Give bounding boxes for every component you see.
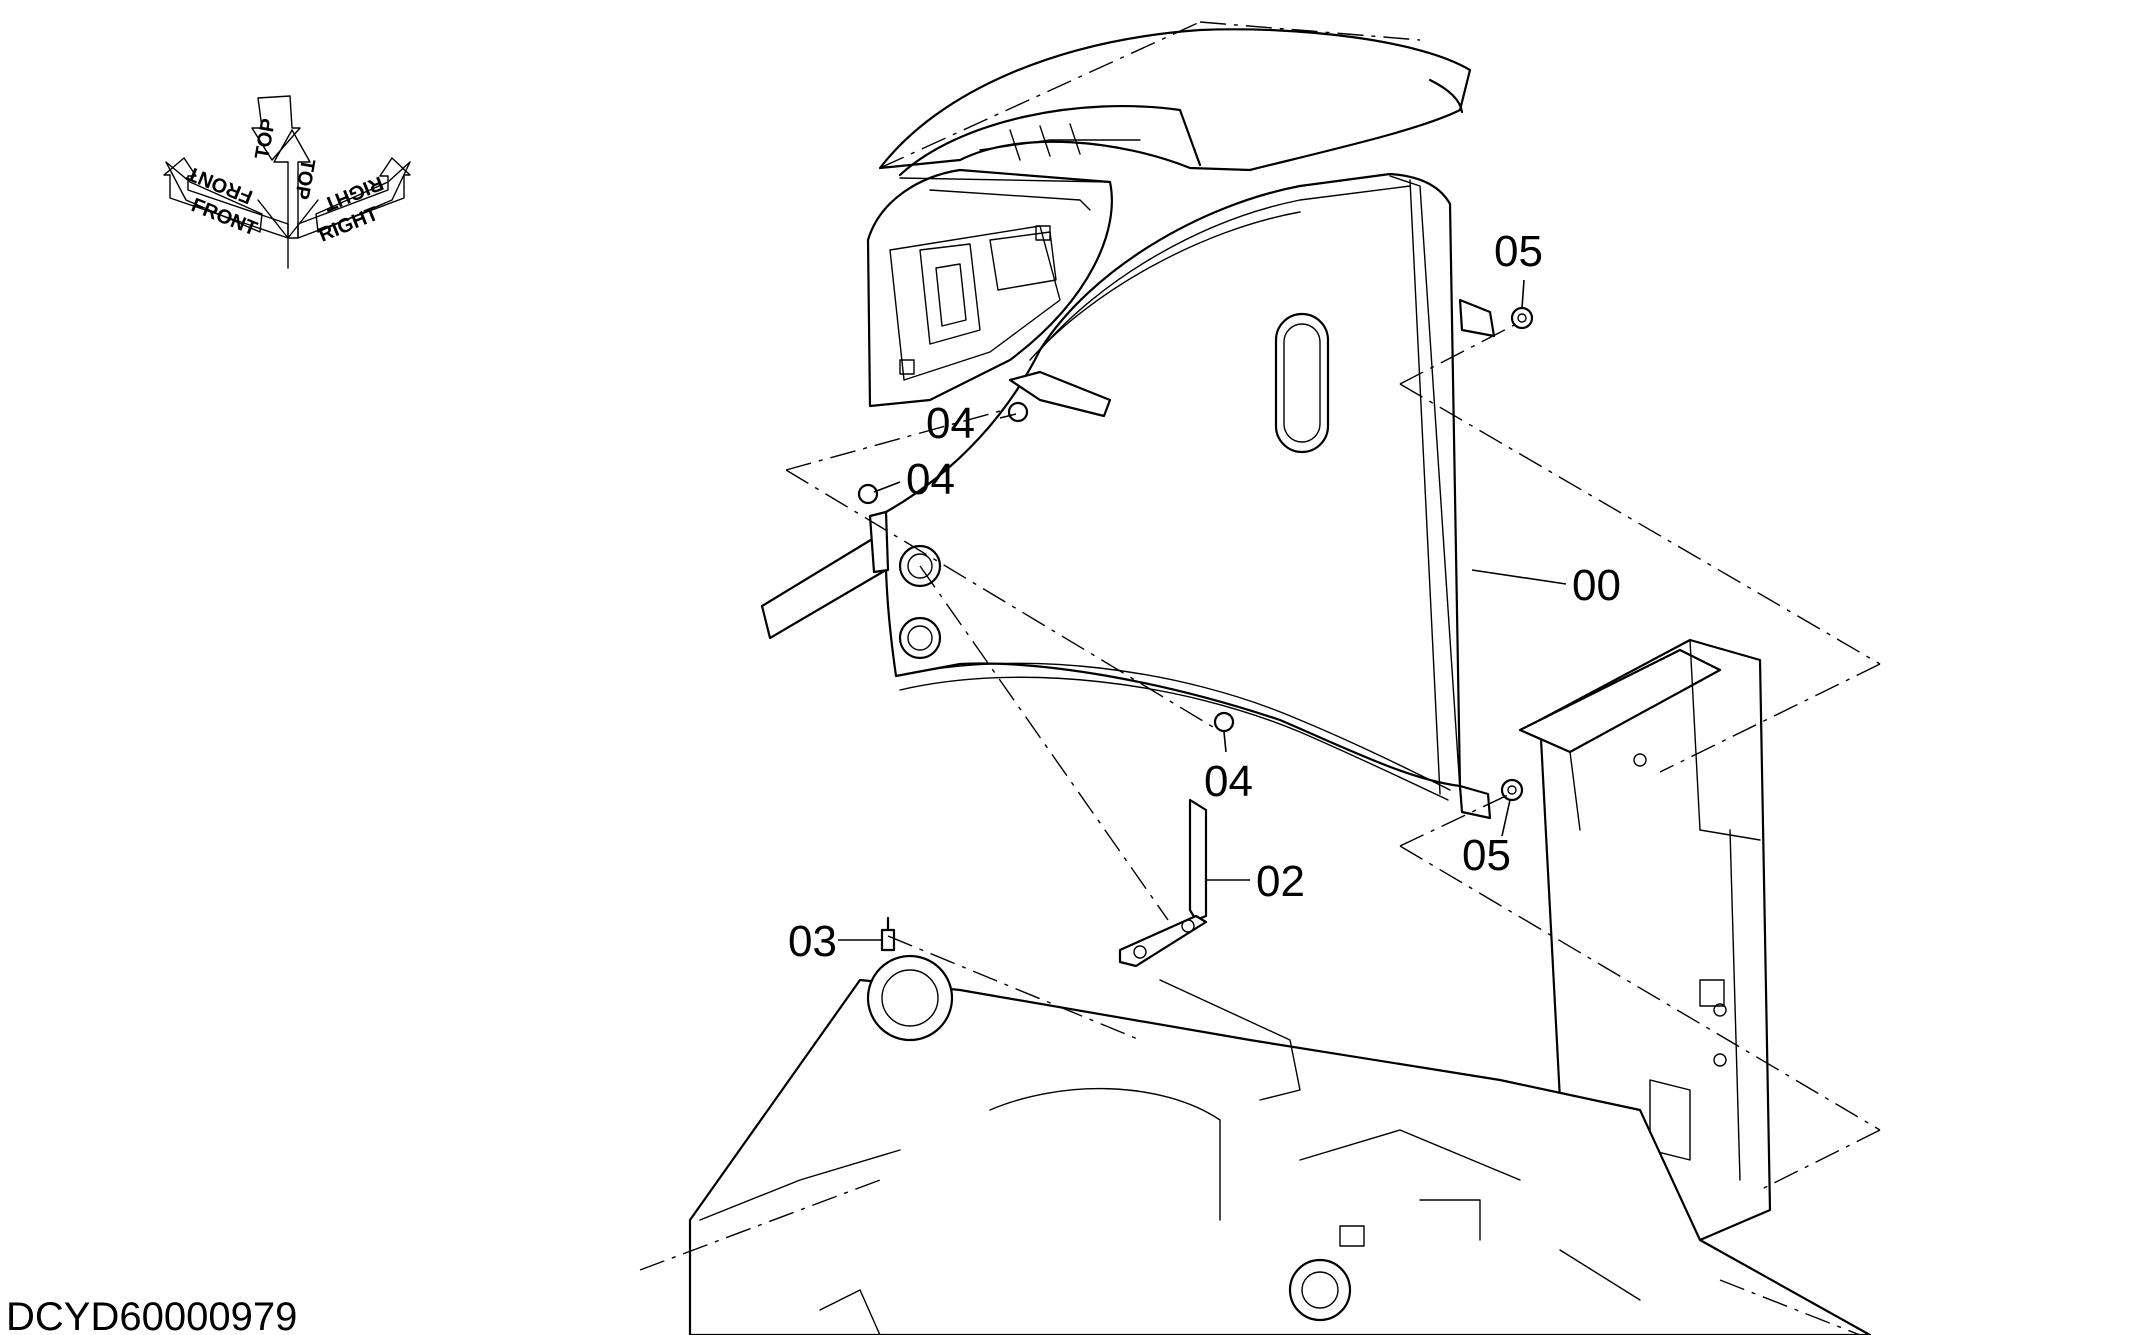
leader-lines (838, 279, 1567, 941)
callout-03: 03 (788, 917, 837, 966)
construction-lines (639, 321, 1881, 1335)
callout-05-top: 05 (1494, 227, 1543, 276)
callout-04-top: 04 (926, 399, 975, 448)
washer-05-bottom (1500, 778, 1524, 802)
nut-04-top (1007, 401, 1029, 423)
base-frame (688, 954, 1872, 1335)
bolt-03 (880, 928, 896, 952)
drawing-code: DCYD60000979 (6, 1295, 297, 1335)
fender-cover (866, 21, 1472, 408)
orientation-top-mirror-label: TOP (290, 157, 319, 201)
nut-04-bottom (1213, 711, 1235, 733)
nut-04-mid (857, 483, 879, 505)
orientation-top-label: TOP (251, 117, 280, 161)
bracket (1118, 798, 1208, 968)
callout-04-mid: 04 (906, 455, 955, 504)
main-panel (760, 172, 1496, 820)
callout-00: 00 (1572, 561, 1621, 610)
right-frame (1518, 638, 1772, 1242)
orientation-indicator: FRONT FRONT TOP TOP RIGHT RIGHT (163, 95, 411, 269)
callout-05-bottom: 05 (1462, 831, 1511, 880)
fasteners (857, 306, 1534, 952)
callout-02: 02 (1256, 857, 1305, 906)
callout-04-bottom: 04 (1204, 757, 1253, 806)
